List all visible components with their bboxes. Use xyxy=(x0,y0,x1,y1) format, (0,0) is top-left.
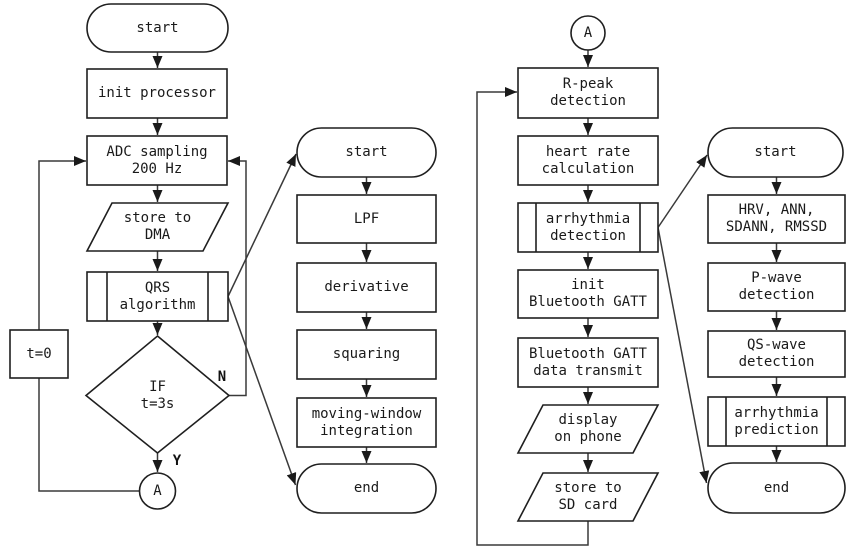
node-c2-lpf xyxy=(296,194,437,244)
edge-arr-subroutine-start xyxy=(657,154,708,228)
node-c1-adc xyxy=(86,135,228,186)
edge-c1-if-adc-n-loop xyxy=(228,156,247,397)
node-c3-arr xyxy=(517,202,659,253)
node-c1-if xyxy=(84,334,231,455)
node-c1-qrs xyxy=(86,271,229,322)
node-c2-sq xyxy=(296,329,437,380)
node-c1-a-connector xyxy=(138,472,177,510)
node-c2-end xyxy=(296,463,437,514)
node-c2-deriv xyxy=(296,262,437,313)
node-c3-btinit xyxy=(517,269,659,319)
edge-c1-a-t0-adc-loop xyxy=(38,156,140,492)
node-c4-qswave xyxy=(707,330,846,378)
branch-yes-label: Y xyxy=(172,453,182,469)
node-c2-mwi xyxy=(296,397,437,448)
edge-qrs-subroutine-start xyxy=(227,153,297,297)
node-c3-display xyxy=(516,404,660,454)
node-c4-start xyxy=(707,127,844,178)
node-c4-pwave xyxy=(707,262,846,312)
node-c1-dma xyxy=(85,202,230,252)
node-c3-rpeak xyxy=(517,67,659,119)
edge-arr-subroutine-end xyxy=(657,227,710,484)
node-c1-start xyxy=(86,3,229,53)
node-c4-end xyxy=(707,462,846,514)
node-c4-arr xyxy=(707,396,846,447)
node-c3-a-connector xyxy=(570,15,606,51)
node-c3-hr xyxy=(517,135,659,186)
node-c3-sd xyxy=(516,472,660,522)
edge-c3-sd-rpeak-loop xyxy=(476,87,589,546)
node-c3-bttx xyxy=(517,337,659,388)
node-c2-start xyxy=(296,127,437,178)
node-c1-t0 xyxy=(9,329,69,379)
edge-qrs-subroutine-end xyxy=(227,296,297,486)
node-c4-hrv xyxy=(707,194,846,244)
node-c1-init xyxy=(86,68,228,119)
branch-no-label: N xyxy=(217,369,227,385)
